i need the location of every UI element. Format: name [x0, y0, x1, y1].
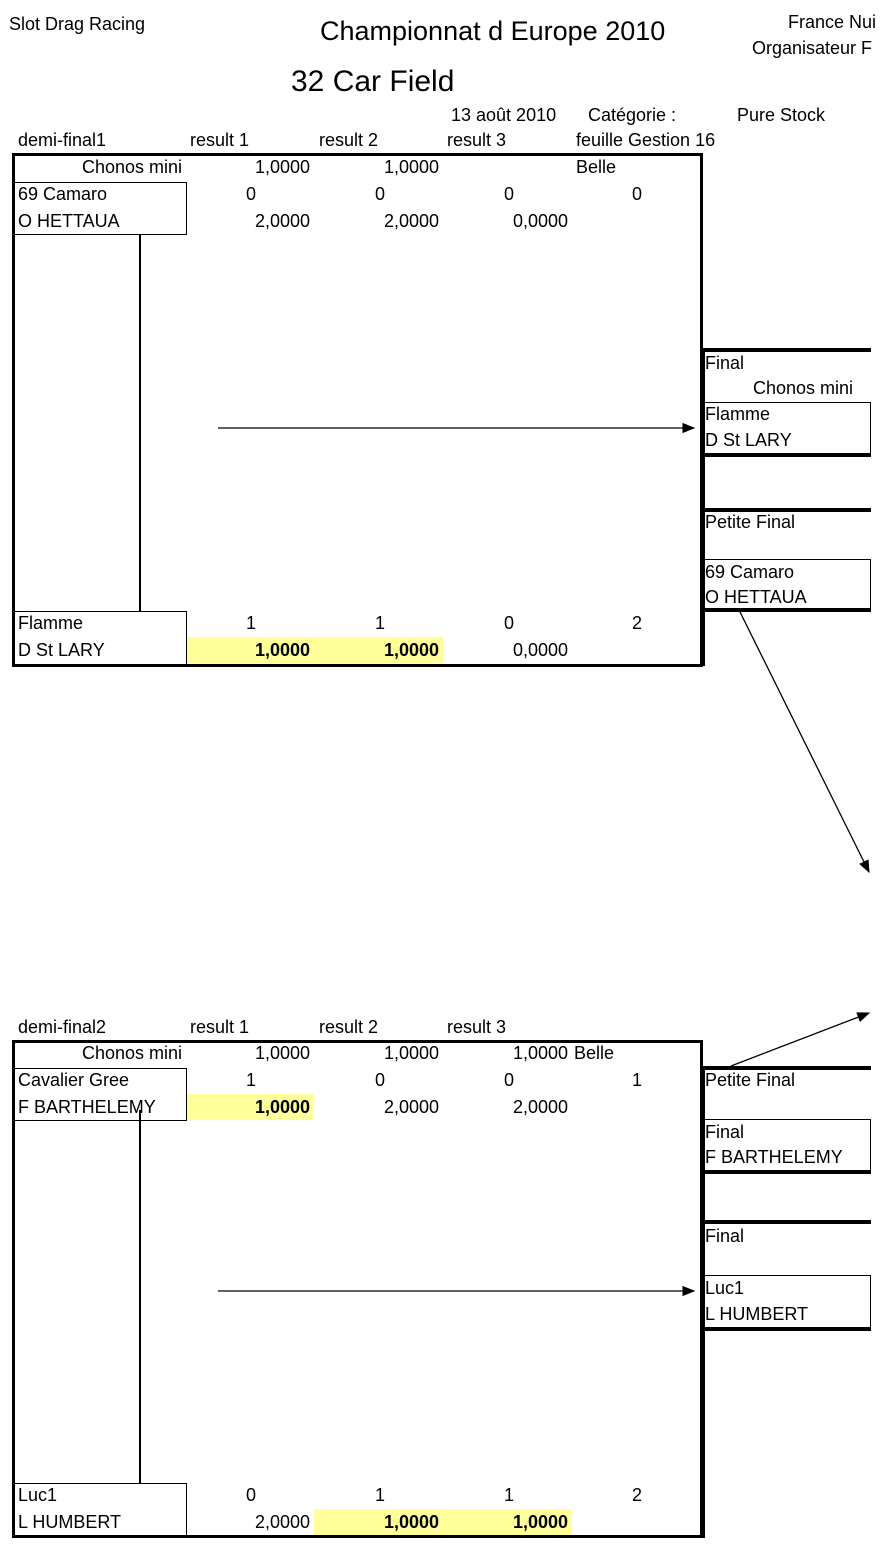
- semi1-lane-r1: 1,0000: [254, 157, 310, 177]
- semi2-bracket-line: [139, 1110, 141, 1484]
- semi2-bottom-t2: 1,0000: [383, 1512, 439, 1532]
- semi1-col-result1: result 1: [190, 130, 250, 150]
- semi2-lane-r1: 1,0000: [254, 1043, 310, 1063]
- semi2-top-driver: F BARTHELEMY: [18, 1097, 156, 1117]
- semi1-bracket-line: [139, 234, 141, 612]
- semi2-bottom-car: Luc1: [18, 1485, 58, 1505]
- organizer-label: Organisateur F: [752, 38, 873, 58]
- semi1-bottom-car: Flamme: [18, 613, 84, 633]
- final1-driver: D St LARY: [705, 430, 792, 450]
- app-label: Slot Drag Racing: [9, 14, 146, 34]
- semi1-top-driver: O HETTAUA: [18, 211, 120, 231]
- semi1-top-total: 0: [632, 184, 643, 204]
- final3-separator: [701, 1220, 871, 1224]
- semi1-top-entry-box: [14, 182, 187, 235]
- semi1-belle: Belle: [576, 157, 617, 177]
- semi2-bottom-total: 2: [632, 1485, 643, 1505]
- petite1-driver: O HETTAUA: [705, 587, 807, 607]
- semi1-top-car: 69 Camaro: [18, 184, 108, 204]
- semi2-bottom-t3: 1,0000: [512, 1512, 568, 1532]
- petite-separator: [701, 508, 871, 512]
- semi1-label: demi-final1: [18, 130, 107, 150]
- semi1-top-t3: 0,0000: [512, 211, 568, 231]
- semi1-bottom-t2: 1,0000: [383, 640, 439, 660]
- semi2-bottom-w2: 1: [375, 1485, 386, 1505]
- final3-label: Final: [705, 1226, 745, 1246]
- semi2-top-w3: 0: [504, 1070, 515, 1090]
- semi2-lane-r2: 1,0000: [383, 1043, 439, 1063]
- semi1-bottom-w2: 1: [375, 613, 386, 633]
- semi1-bottom-total: 2: [632, 613, 643, 633]
- right2-vertical-rule: [701, 1066, 705, 1538]
- semi2-col-result1: result 1: [190, 1017, 250, 1037]
- semi1-bottom-w3: 0: [504, 613, 515, 633]
- semi2-bottom-driver: L HUMBERT: [18, 1512, 122, 1532]
- semi1-highlight-2: [314, 637, 443, 663]
- semi2-top-t1: 1,0000: [254, 1097, 310, 1117]
- final-separator: [701, 348, 871, 352]
- semi2-top-w1: 1: [246, 1070, 257, 1090]
- semi1-highlight-1: [187, 637, 314, 663]
- semi1-lane-name: Chonos mini: [81, 157, 182, 177]
- semi1-bottom-entry-box: [14, 611, 187, 665]
- final3-car: Luc1: [705, 1278, 745, 1298]
- semi2-highlight-2: [314, 1509, 443, 1535]
- semi1-bottom-t3: 0,0000: [512, 640, 568, 660]
- petite1-arrow: [739, 611, 870, 874]
- right1-vertical-rule: [701, 350, 705, 666]
- semi2-top-w2: 0: [375, 1070, 386, 1090]
- semi1-col-result3: result 3: [447, 130, 507, 150]
- sheet-label: feuille Gestion 16: [576, 130, 716, 150]
- semi2-bottom-w1: 0: [246, 1485, 257, 1505]
- page-title: Championnat d Europe 2010: [320, 16, 666, 46]
- semi1-col-result2: result 2: [319, 130, 379, 150]
- category-value: Pure Stock: [737, 105, 826, 125]
- semi1-bottom-t1: 1,0000: [254, 640, 310, 660]
- semi1-lane-r2: 1,0000: [383, 157, 439, 177]
- category-label: Catégorie :: [588, 105, 677, 125]
- final1-lane: Chonos mini: [753, 378, 854, 398]
- event-date: 13 août 2010: [451, 105, 557, 125]
- semi1-bottom-w1: 1: [246, 613, 257, 633]
- petite1-car: 69 Camaro: [705, 562, 795, 582]
- semi1-top-w2: 0: [375, 184, 386, 204]
- semi2-top-car: Cavalier Gree: [18, 1070, 130, 1090]
- semi1-top-w1: 0: [246, 184, 257, 204]
- final2-driver: F BARTHELEMY: [705, 1147, 843, 1167]
- semi2-bottom-t1: 2,0000: [254, 1512, 310, 1532]
- semi1-top-t2: 2,0000: [383, 211, 439, 231]
- petite2-arrow: [730, 1012, 871, 1067]
- semi2-top-t3: 2,0000: [512, 1097, 568, 1117]
- semi2-bottom-entry-box: [14, 1483, 187, 1536]
- semi2-top-entry-box: [14, 1068, 187, 1121]
- semi2-label: demi-final2: [18, 1017, 107, 1037]
- semi2-top-total: 1: [632, 1070, 643, 1090]
- semi2-highlight-3: [443, 1509, 572, 1535]
- final1-car: Flamme: [705, 404, 771, 424]
- petite2-separator: [701, 1066, 871, 1070]
- semi2-bottom-w3: 1: [504, 1485, 515, 1505]
- final3-driver: L HUMBERT: [705, 1304, 809, 1324]
- country-label: France Nui: [788, 12, 877, 32]
- final1-label: Final: [705, 353, 745, 373]
- semi2-lane-name: Chonos mini: [81, 1043, 182, 1063]
- subtitle: 32 Car Field: [291, 65, 455, 98]
- semi2-col-result2: result 2: [319, 1017, 379, 1037]
- semi2-belle: Belle: [574, 1043, 615, 1063]
- petite1-label: Petite Final: [705, 512, 796, 532]
- petite2-label: Petite Final: [705, 1070, 796, 1090]
- semi1-top-t1: 2,0000: [254, 211, 310, 231]
- final2-label: Final: [705, 1122, 745, 1142]
- semi1-bottom-driver: D St LARY: [18, 640, 105, 660]
- semi2-lane-r3: 1,0000: [512, 1043, 568, 1063]
- semi2-top-t2: 2,0000: [383, 1097, 439, 1117]
- semi2-col-result3: result 3: [447, 1017, 507, 1037]
- semi1-top-w3: 0: [504, 184, 515, 204]
- semi2-highlight-1: [187, 1094, 314, 1120]
